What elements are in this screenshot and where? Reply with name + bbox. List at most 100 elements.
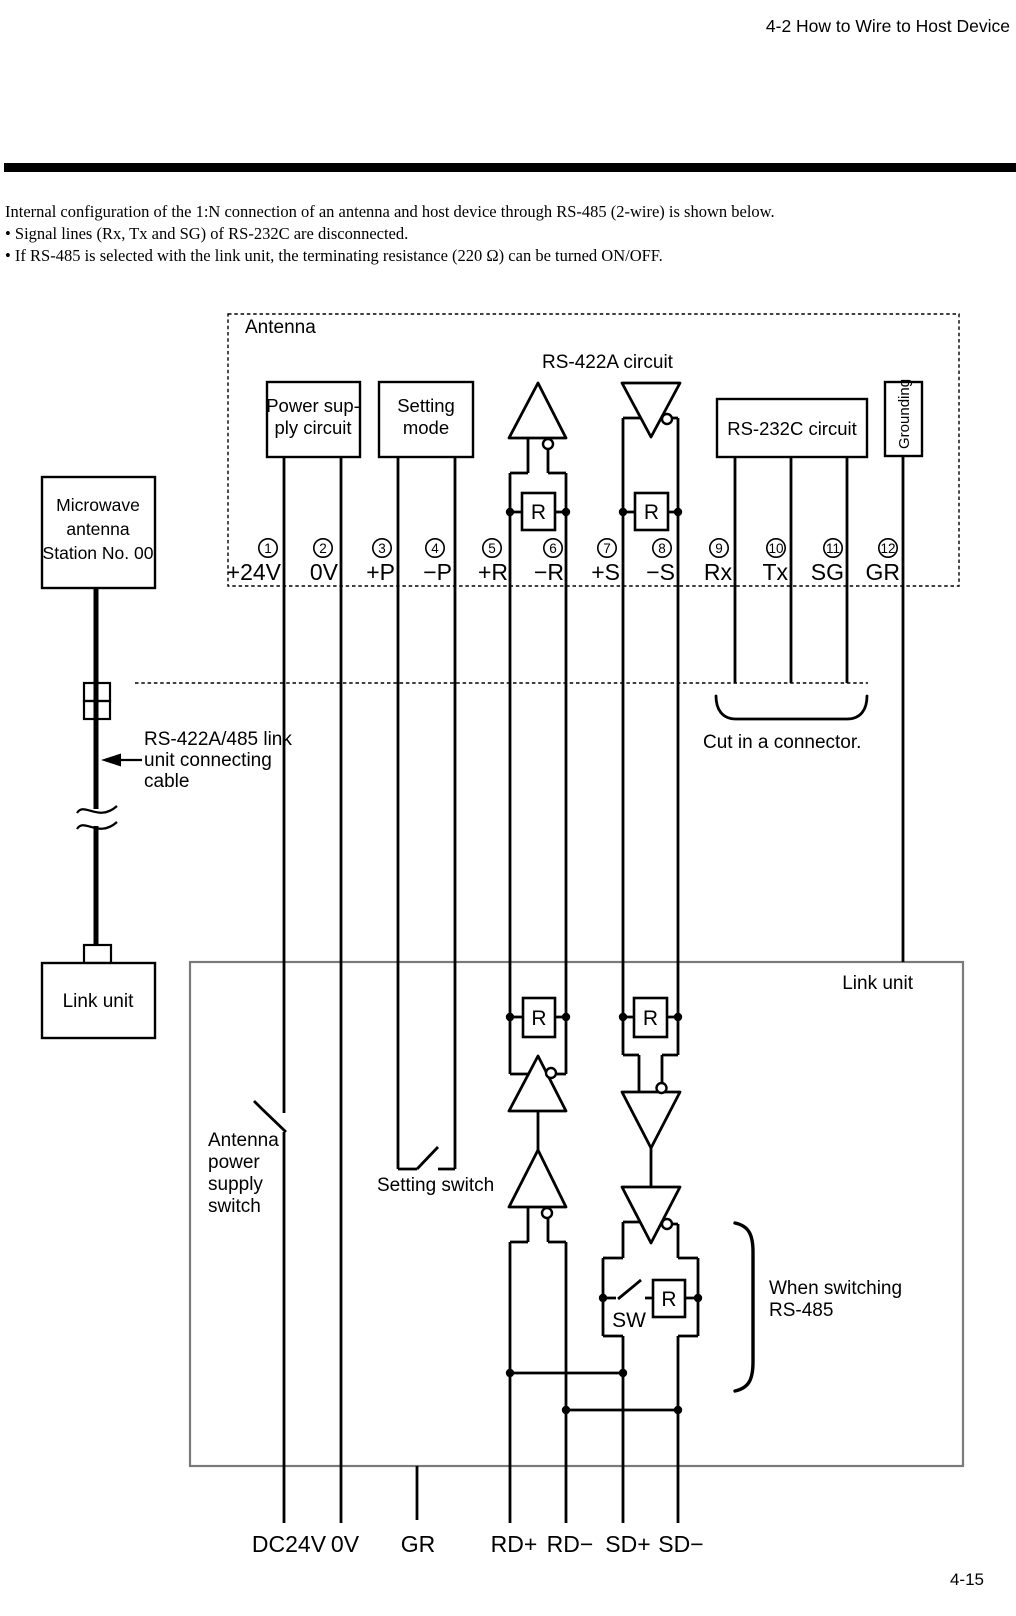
terminal-labels: +24V 0V +P −P +R −R +S −S Rx Tx SG GR (227, 559, 900, 585)
rs422a-driver-triangle-icon (507, 381, 568, 440)
power-supply-label-line2: ply circuit (274, 417, 351, 438)
rs232c-circuit-box (715, 397, 869, 459)
antenna-dashed-box (227, 313, 960, 587)
receiver-triangle-icon (507, 1148, 568, 1209)
terminal-label: −P (423, 559, 452, 585)
terminal-label: +24V (227, 559, 282, 585)
terminal-label: GR (866, 559, 901, 585)
grounding-label: Grounding (896, 379, 913, 449)
host-terminal-label: DC24V (252, 1531, 327, 1557)
host-terminal-label: RD− (547, 1531, 594, 1557)
antenna-section-label: Antenna (245, 317, 316, 338)
terminal-num: 12 (880, 541, 895, 556)
terminal-num: 7 (603, 541, 611, 556)
terminal-label: SG (811, 559, 844, 585)
terminal-label: Rx (704, 559, 733, 585)
inverter-bubble-icon (655, 1081, 668, 1095)
host-terminal-label: GR (401, 1531, 436, 1557)
terminal-num: 8 (658, 541, 666, 556)
host-terminal-labels: DC24V 0V GR RD+ RD− SD+ SD− (252, 1531, 704, 1557)
intro-line-3: • If RS-485 is selected with the link un… (5, 246, 663, 265)
inverter-bubble-icon (544, 1066, 558, 1080)
terminal-label: +P (366, 559, 395, 585)
junction-dots (505, 507, 703, 1415)
page-number: 4-15 (949, 1570, 984, 1589)
setting-switch-label: Setting switch (377, 1175, 494, 1196)
rs232c-circuit-label: RS-232C circuit (727, 418, 857, 439)
microwave-antenna-label-line3: Station No. 00 (43, 543, 154, 563)
sw-label: SW (612, 1309, 646, 1332)
cable-connector-icon (82, 699, 112, 721)
terminal-num: 9 (715, 541, 723, 556)
terminal-numbers: 1 2 3 4 5 6 7 8 9 10 11 12 (257, 537, 898, 558)
cut-connector-brace-icon (714, 694, 869, 721)
terminating-resistor-box (521, 996, 557, 1039)
terminal-label: +S (591, 559, 620, 585)
terminal-label: −S (646, 559, 675, 585)
terminating-resistor-box (520, 491, 557, 532)
intro-line-1: Internal configuration of the 1:N connec… (5, 202, 775, 221)
terminal-num: 11 (826, 541, 840, 556)
resistor-label: R (643, 1007, 658, 1030)
grounding-box (883, 380, 924, 458)
when-switching-brace-icon (733, 1221, 755, 1393)
terminal-num: 5 (488, 541, 496, 556)
terminal-label: −R (534, 559, 564, 585)
antenna-power-switch-label-line1: Antenna (208, 1130, 279, 1151)
link-unit-box (40, 961, 157, 1040)
cut-connector-label: Cut in a connector. (703, 732, 861, 753)
antenna-power-switch-blade (253, 1100, 287, 1134)
header-rule (4, 163, 1016, 172)
inverter-bubble-icon (660, 412, 674, 426)
cable-connector-icon (82, 943, 113, 965)
terminal-num: 6 (549, 541, 557, 556)
power-supply-label-line1: Power sup- (266, 395, 360, 416)
terminal-num: 3 (378, 541, 386, 556)
terminal-num: 1 (264, 541, 272, 556)
antenna-power-switch-label-line2: power (208, 1152, 260, 1173)
host-terminal-label: RD+ (491, 1531, 538, 1557)
terminal-num: 4 (431, 541, 439, 556)
terminal-label: 0V (310, 559, 339, 585)
intro-line-2: • Signal lines (Rx, Tx and SG) of RS-232… (5, 224, 409, 243)
inverter-bubble-icon (541, 437, 555, 451)
link-unit-container-box (188, 960, 965, 1468)
host-terminal-label: SD+ (605, 1531, 650, 1557)
terminating-resistor-box (633, 491, 670, 532)
terminal-num: 10 (768, 541, 783, 556)
setting-mode-label-line1: Setting (397, 395, 455, 416)
setting-switch-blade (398, 1146, 455, 1171)
rs485-termination-switch-blade (603, 1278, 698, 1301)
inverter-bubble-icon (540, 1206, 554, 1220)
receiver-triangle-icon (507, 1054, 568, 1113)
resistor-label: R (531, 1007, 546, 1030)
power-supply-circuit-box (265, 380, 362, 459)
when-switching-label-line1: When switching (769, 1278, 902, 1299)
setting-mode-label-line2: mode (403, 417, 449, 438)
rs485-termination-resistor-box (651, 1278, 687, 1319)
cable-label-line2: unit connecting (144, 750, 272, 771)
antenna-power-switch-label-line3: supply (208, 1174, 263, 1195)
link-unit-box-label: Link unit (63, 991, 134, 1012)
left-arrow-icon (101, 753, 121, 767)
microwave-antenna-box (40, 475, 157, 590)
terminal-label: Tx (762, 559, 788, 585)
setting-mode-box (377, 380, 475, 459)
microwave-antenna-label-line2: antenna (66, 519, 130, 539)
signal-wires (253, 416, 905, 1523)
cable-label-line3: cable (144, 771, 189, 792)
link-unit-container-label: Link unit (842, 973, 913, 994)
host-terminal-label: SD− (658, 1531, 703, 1557)
terminating-resistor-box (632, 996, 669, 1039)
antenna-power-switch-label-line4: switch (208, 1196, 261, 1217)
cable-label-line1: RS-422A/485 link (144, 729, 292, 750)
resistor-label: R (661, 1288, 676, 1311)
rs422a-circuit-label: RS-422A circuit (542, 352, 674, 373)
when-switching-label-line2: RS-485 (769, 1300, 833, 1321)
page-header-title: 4-2 How to Wire to Host Device (765, 16, 1010, 36)
driver-triangle-icon (620, 1185, 682, 1245)
driver-triangle-icon (620, 1090, 682, 1150)
cable-break-icon (76, 805, 118, 830)
host-terminal-label: 0V (331, 1531, 360, 1557)
